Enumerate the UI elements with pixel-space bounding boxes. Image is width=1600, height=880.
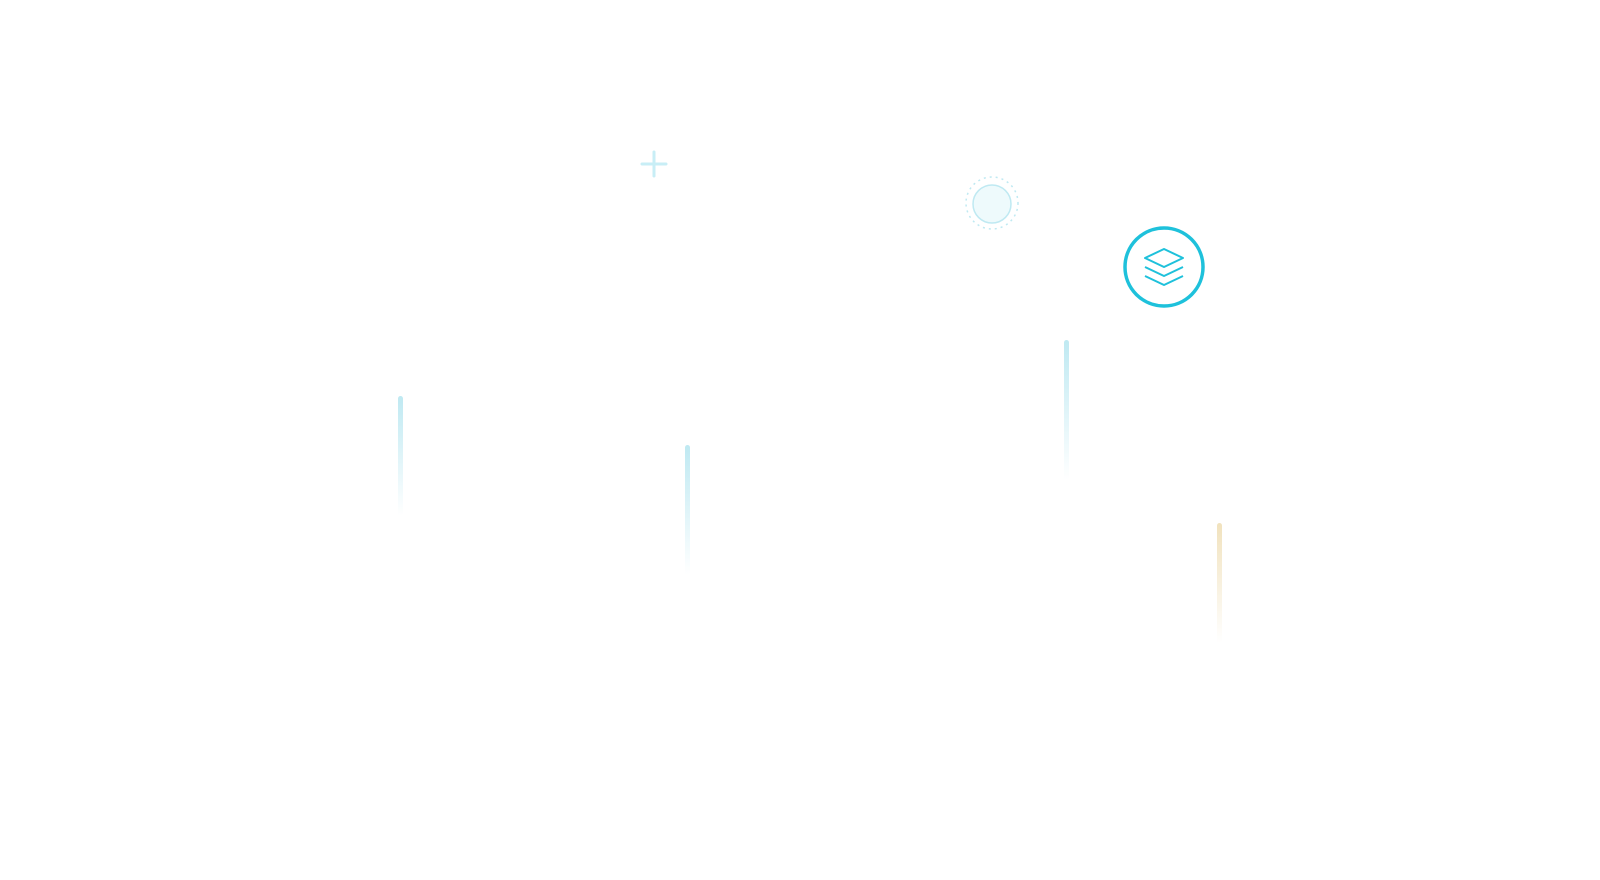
light-bar	[685, 445, 690, 575]
plus-icon	[640, 150, 668, 178]
layers-icon	[1144, 248, 1184, 286]
dot-marker-icon	[965, 176, 1019, 350]
light-bar	[1064, 340, 1069, 480]
light-bar	[398, 396, 403, 516]
layers-pin	[1123, 226, 1205, 535]
light-bar	[1217, 523, 1222, 643]
